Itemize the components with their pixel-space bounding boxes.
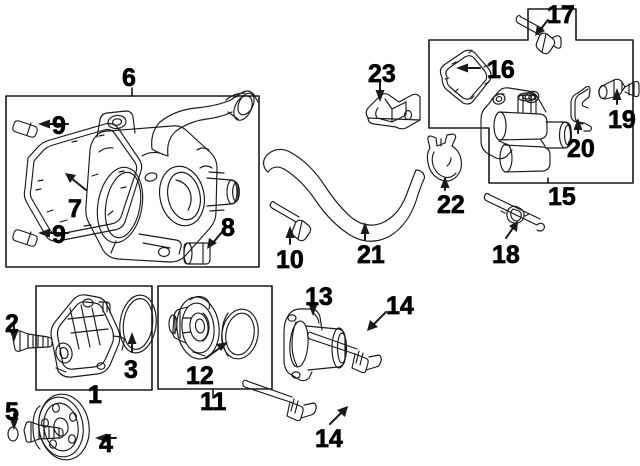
callout-label-7: 7 [68,195,83,223]
callout-label-19: 19 [608,106,637,134]
part-12-seal [221,308,259,360]
part-21-coolant-hose [262,148,426,242]
part-7-gasket [23,122,143,242]
callout-label-12: 12 [186,362,215,390]
part-18-stud-bolt [483,192,546,232]
part-23-bracket [365,93,421,130]
callout-label-3: 3 [124,356,139,384]
part-6-water-pump-housing [85,90,259,263]
part-9-dowel-pin-upper [12,120,38,138]
callout-label-18: 18 [492,241,521,269]
part-15-thermostat-housing [480,87,573,173]
callout-label-23: 23 [368,60,397,88]
callout-label-16: 16 [487,56,516,84]
callout-label-5: 5 [5,398,20,426]
callout-label-20: 20 [567,135,596,163]
callout-label-4: 4 [99,430,114,458]
part-10-bolt [269,200,312,242]
callout-label-9-lower: 9 [52,221,67,249]
callout-label-11: 11 [200,388,227,416]
part-2-bolt [12,330,53,352]
callout-label-9-upper: 9 [52,112,67,140]
callout-label-1: 1 [88,381,103,409]
part-3-oring-seal [119,294,157,354]
part-16-gasket [439,49,492,105]
part-14-bolt-upper [307,331,382,374]
part-1-water-pump [50,294,125,378]
callout-label-15: 15 [548,183,577,211]
part-13-water-outlet [283,308,348,382]
callout-label-8: 8 [221,214,236,242]
callout-label-13: 13 [305,283,334,311]
group-frame-11 [157,285,273,399]
callout-label-14-lower: 14 [315,425,344,453]
part-9-dowel-pin-lower [12,229,38,247]
callout-arrows [9,19,622,443]
part-22-hose-clamp [426,133,463,182]
part-14-bolt-lower [242,379,317,422]
part-11-thermostat [168,295,220,360]
callout-label-2: 2 [5,310,20,338]
callout-label-10: 10 [276,246,305,274]
callout-label-14-upper: 14 [386,292,415,320]
callout-label-21: 21 [357,241,386,269]
part-4-pulley [7,393,90,461]
callout-label-22: 22 [437,191,466,219]
callout-label-17: 17 [547,1,576,29]
callout-label-6: 6 [122,64,137,92]
